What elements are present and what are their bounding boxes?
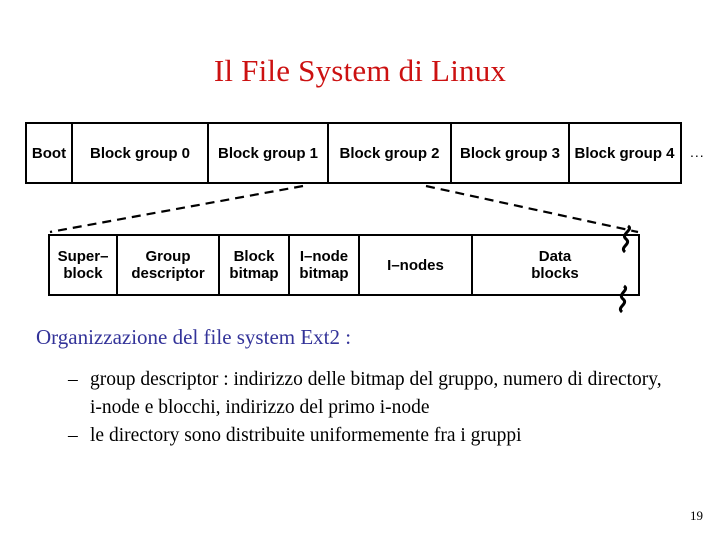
diagram-cell-block-group-2: Block group 2 [329, 124, 452, 182]
list-item: – le directory sono distribuite uniforme… [66, 422, 666, 450]
bullet-dash-marker: – [68, 425, 78, 446]
diagram-cell-inodes: I–nodes [360, 236, 473, 294]
page-title: Il File System di Linux [213, 53, 507, 88]
diagram-cell-super-block: Super– block [50, 236, 118, 294]
diagram-break-marks [618, 224, 631, 314]
list-item-text: le directory sono distribuite uniformeme… [90, 425, 522, 446]
block-group-row: Boot Block group 0 Block group 1 Block g… [25, 122, 682, 184]
diagram-cell-boot: Boot [27, 124, 73, 182]
diagram-cell-group-descriptor: Group descriptor [118, 236, 220, 294]
page-number: 19 [690, 508, 703, 523]
diagram-cell-data-blocks: Data blocks [531, 248, 579, 282]
diagram-cell-inode-bitmap: I–node bitmap [290, 236, 360, 294]
list-item: – group descriptor : indirizzo delle bit… [66, 366, 666, 422]
diagram-cell-block-group-4: Block group 4 [574, 144, 675, 162]
section-heading: Organizzazione del file system Ext2 : [36, 325, 352, 349]
diagram-cell-block-bitmap: Block bitmap [220, 236, 290, 294]
list-item-text: group descriptor : indirizzo delle bitma… [90, 369, 662, 418]
bullet-dash-marker: – [68, 369, 78, 390]
diagram-ellipsis: ... [690, 144, 705, 160]
diagram-cell-block-group-1: Block group 1 [209, 124, 329, 182]
diagram-cell-block-group-3: Block group 3 [452, 124, 570, 182]
bullet-list: – group descriptor : indirizzo delle bit… [66, 366, 666, 450]
diagram-cell-block-group-0: Block group 0 [73, 124, 209, 182]
block-group-detail-row: Super– block Group descriptor Block bitm… [48, 234, 640, 296]
ext2-layout-diagram: Boot Block group 0 Block group 1 Block g… [0, 110, 720, 314]
